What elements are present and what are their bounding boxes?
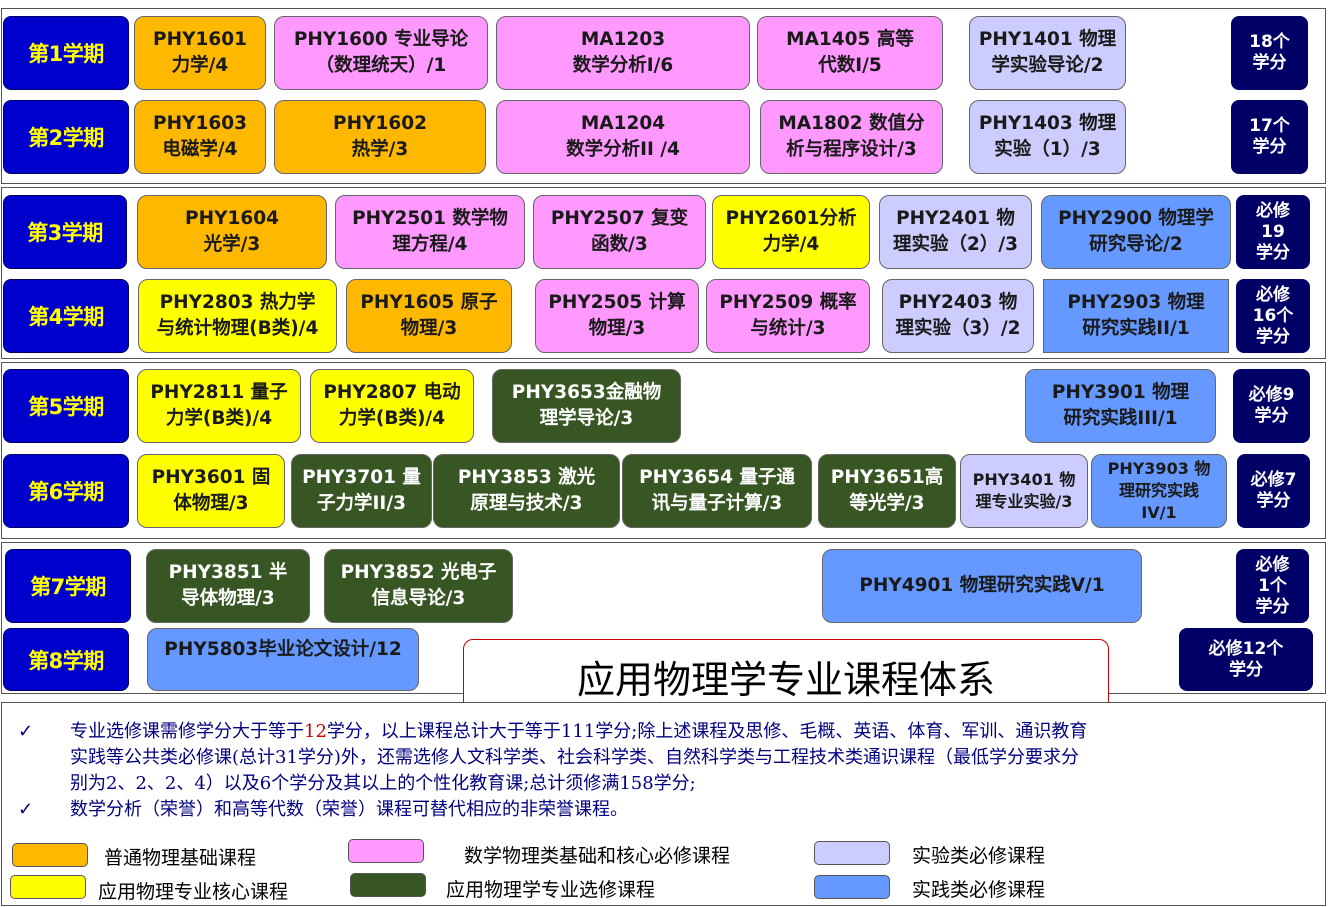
legend-label: 应用物理学专业选修课程	[446, 879, 656, 901]
legend-swatch	[814, 841, 890, 865]
semester-label: 第6学期	[3, 454, 129, 528]
course-box: PHY2811 量子力学(B类)/4	[137, 369, 301, 443]
course-box: PHY2505 计算物理/3	[535, 279, 699, 353]
note-text: 别为2、2、2、4）以及6个学分及其以上的个性化教育课;总计须修满158学分;	[70, 773, 696, 794]
semester-credits: 18个学分	[1231, 16, 1308, 90]
note-text: 学分，以上课程总计大于等于111学分;除上述课程及思修、毛概、英语、体育、军训、…	[326, 721, 1088, 742]
check-icon: ✓	[18, 799, 34, 820]
course-box: PHY2501 数学物理方程/4	[335, 195, 525, 269]
course-box: PHY3654 量子通讯与量子计算/3	[622, 454, 812, 528]
year-band-3	[1, 362, 1326, 539]
course-box: PHY1401 物理学实验导论/2	[969, 16, 1126, 90]
course-box: PHY2507 复变函数/3	[533, 195, 706, 269]
semester-credits: 17个学分	[1231, 100, 1308, 174]
course-box: PHY2900 物理学研究导论/2	[1041, 195, 1231, 269]
course-box: MA1405 高等代数I/5	[757, 16, 943, 90]
legend-label: 普通物理基础课程	[104, 847, 257, 869]
semester-label: 第7学期	[5, 549, 131, 623]
legend-label: 数学物理类基础和核心必修课程	[464, 845, 731, 867]
legend-swatch	[348, 839, 424, 863]
legend-label: 实验类必修课程	[912, 845, 1046, 867]
semester-label: 第2学期	[3, 100, 129, 174]
diagram-title: 应用物理学专业课程体系	[463, 639, 1109, 713]
legend-swatch	[10, 875, 86, 899]
semester-label: 第1学期	[3, 16, 129, 90]
semester-label: 第8学期	[3, 628, 129, 691]
note-2: ✓ 数学分析（荣誉）和高等代数（荣誉）课程可替代相应的非荣誉课程。	[18, 797, 1318, 823]
course-box: PHY5803毕业论文设计/12	[147, 628, 419, 691]
legend-label: 应用物理专业核心课程	[98, 881, 289, 903]
course-box: MA1802 数值分析与程序设计/3	[760, 100, 943, 174]
course-box: PHY2807 电动力学(B类)/4	[310, 369, 474, 443]
course-box: PHY2803 热力学与统计物理(B类)/4	[138, 279, 337, 353]
course-box: PHY2403 物理实验（3）/2	[882, 279, 1034, 353]
course-box: PHY4901 物理研究实践V/1	[822, 549, 1142, 623]
note-1: ✓ 专业选修课需修学分大于等于12学分，以上课程总计大于等于111学分;除上述课…	[18, 719, 1318, 797]
course-box: PHY3401 物理专业实验/3	[960, 454, 1088, 528]
semester-credits: 必修12个学分	[1179, 628, 1313, 691]
year-band-1	[1, 8, 1326, 184]
course-box: PHY2601分析力学/4	[712, 195, 870, 269]
legend-swatch	[350, 873, 426, 897]
course-box: PHY3901 物理研究实践III/1	[1025, 369, 1216, 443]
course-box: PHY2509 概率与统计/3	[706, 279, 870, 353]
note-highlight: 12	[304, 721, 327, 742]
course-box: PHY1403 物理实验（1）/3	[969, 100, 1126, 174]
semester-label: 第5学期	[3, 369, 129, 443]
course-box: PHY3651高等光学/3	[818, 454, 956, 528]
course-box: PHY3851 半导体物理/3	[146, 549, 310, 623]
course-box: PHY1605 原子物理/3	[346, 279, 512, 353]
semester-label: 第3学期	[3, 195, 127, 269]
course-box: PHY3853 激光原理与技术/3	[433, 454, 620, 528]
note-text: 实践等公共类必修课(总计31学分)外，还需选修人文科学类、社会科学类、自然科学类…	[70, 747, 1079, 768]
notes-panel: ✓ 专业选修课需修学分大于等于12学分，以上课程总计大于等于111学分;除上述课…	[1, 702, 1326, 906]
course-box: PHY3852 光电子信息导论/3	[324, 549, 513, 623]
course-box: PHY2903 物理研究实践II/1	[1043, 279, 1229, 353]
course-box: PHY1600 专业导论（数理统天）/1	[274, 16, 488, 90]
legend-label: 实践类必修课程	[912, 879, 1046, 901]
note-text: 数学分析（荣誉）和高等代数（荣誉）课程可替代相应的非荣誉课程。	[70, 799, 628, 820]
legend-swatch	[12, 843, 88, 867]
course-box: PHY3601 固体物理/3	[137, 454, 285, 528]
semester-label: 第4学期	[3, 279, 129, 353]
course-box: PHY3653金融物理学导论/3	[492, 369, 681, 443]
legend-swatch	[814, 875, 890, 899]
year-band-2	[1, 187, 1326, 359]
note-text: 专业选修课需修学分大于等于	[70, 721, 304, 742]
course-box: PHY2401 物理实验（2）/3	[879, 195, 1032, 269]
course-box: PHY3701 量子力学II/3	[291, 454, 432, 528]
check-icon: ✓	[18, 721, 34, 742]
